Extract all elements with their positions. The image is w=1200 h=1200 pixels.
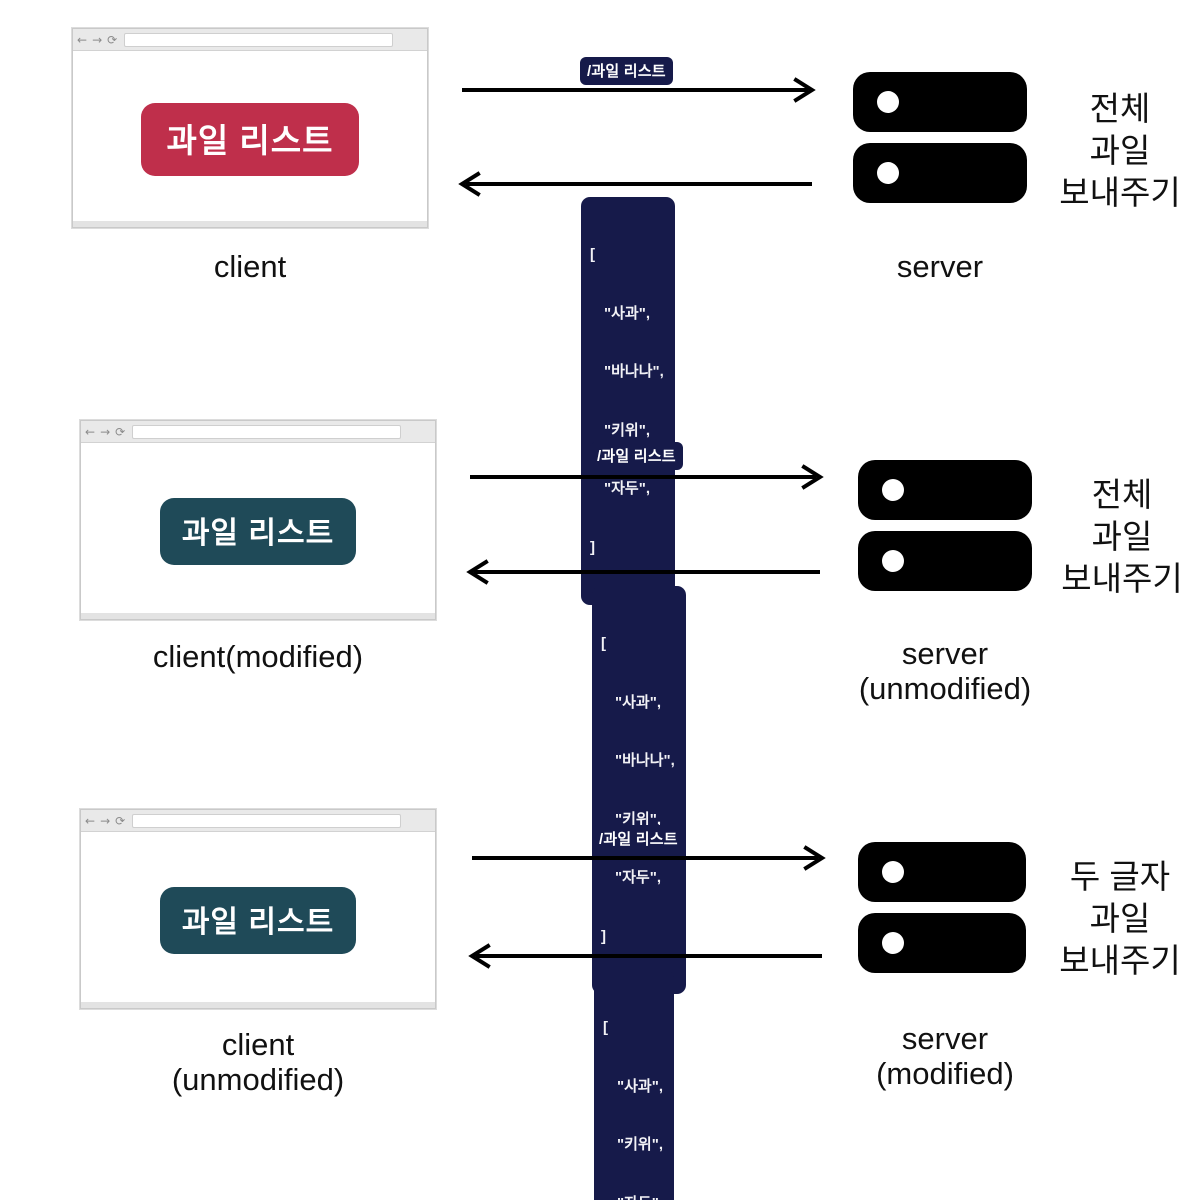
forward-icon[interactable]: → [92, 32, 103, 47]
address-bar[interactable] [124, 32, 393, 47]
browser-viewport: 과일 리스트 [73, 51, 427, 227]
json-item: "사과", [604, 304, 650, 322]
json-item: "사과", [617, 1077, 663, 1095]
server-caption-2: server (unmodified) [858, 636, 1032, 706]
server-unit-top [858, 460, 1032, 520]
browser-toolbar: ← → ⟳ [81, 421, 435, 443]
server-note-2: 전체 과일 보내주기 [1061, 476, 1183, 598]
fruit-list-button[interactable]: 과일 리스트 [159, 497, 357, 565]
reload-icon[interactable]: ⟳ [115, 813, 126, 828]
reload-icon[interactable]: ⟳ [115, 424, 126, 439]
flow-row-1: ← → ⟳ 과일 리스트 client /과일 리스트 [0, 0, 1200, 605]
json-item: "자두", [603, 1194, 663, 1200]
browser-viewport: 과일 리스트 [81, 443, 435, 619]
json-item: "키위", [617, 1136, 663, 1153]
fruit-list-button[interactable]: 과일 리스트 [140, 102, 360, 176]
client-caption-1: client [213, 249, 287, 284]
request-arrow-1 [462, 77, 816, 104]
server-led-icon [882, 479, 904, 501]
server-led-icon [882, 932, 904, 954]
json-open-bracket: [ [590, 246, 595, 263]
server-unit-bottom [858, 531, 1032, 591]
response-arrow-1 [458, 171, 812, 198]
server-caption-1: server [896, 249, 984, 284]
json-close-bracket: ] [590, 538, 595, 556]
address-bar[interactable] [132, 813, 401, 828]
browser-viewport: 과일 리스트 [81, 832, 435, 1008]
flow-row-2: ← → ⟳ 과일 리스트 client(modified) /과일 리스트 [0, 392, 1200, 994]
server-icon-1 [853, 72, 1027, 203]
address-bar[interactable] [132, 424, 401, 439]
json-item: "바나나", [604, 363, 664, 380]
client-caption-3: client (unmodified) [171, 1027, 345, 1097]
flow-row-3: ← → ⟳ 과일 리스트 client (unmodified) /과일 리스트 [0, 784, 1200, 1200]
request-badge-1: /과일 리스트 [580, 57, 673, 85]
browser-toolbar: ← → ⟳ [73, 29, 427, 51]
client-browser-window-1: ← → ⟳ 과일 리스트 [72, 28, 428, 228]
forward-icon[interactable]: → [100, 424, 111, 439]
json-item: "사과", [615, 693, 661, 711]
server-led-icon [877, 162, 899, 184]
client-browser-window-2: ← → ⟳ 과일 리스트 [80, 420, 436, 620]
back-icon[interactable]: ← [85, 813, 96, 828]
request-badge-2: /과일 리스트 [590, 442, 683, 470]
response-json-3: [ "사과", "키위", "자두", ] [594, 970, 674, 1200]
response-arrow-2 [466, 559, 820, 586]
response-arrow-3 [468, 943, 822, 970]
server-note-3: 두 글자 과일 보내주기 [1059, 858, 1181, 980]
browser-window-base [72, 221, 428, 228]
server-icon-3 [858, 842, 1026, 973]
response-json-1: [ "사과", "바나나", "키위", "자두", ] [581, 197, 675, 605]
json-item: "바나나", [615, 752, 675, 769]
server-caption-3: server (modified) [876, 1021, 1014, 1091]
request-badge-3: /과일 리스트 [592, 825, 685, 853]
reload-icon[interactable]: ⟳ [107, 32, 118, 47]
json-open-bracket: [ [601, 635, 606, 652]
server-icon-2 [858, 460, 1032, 591]
response-json-2: [ "사과", "바나나", "키위", "자두", ] [592, 586, 686, 994]
server-led-icon [882, 861, 904, 883]
json-item: "키위", [604, 421, 650, 439]
back-icon[interactable]: ← [85, 424, 96, 439]
json-item: "자두", [615, 869, 661, 886]
server-led-icon [882, 550, 904, 572]
browser-window-base [80, 613, 436, 620]
request-arrow-3 [472, 845, 826, 872]
client-browser-window-3: ← → ⟳ 과일 리스트 [80, 809, 436, 1009]
json-item: "키위", [615, 810, 661, 828]
client-caption-2: client(modified) [152, 639, 364, 674]
json-close-bracket: ] [601, 927, 606, 945]
request-arrow-2 [470, 464, 824, 491]
server-note-1: 전체 과일 보내주기 [1059, 90, 1181, 212]
fruit-list-button[interactable]: 과일 리스트 [159, 886, 357, 954]
server-led-icon [877, 91, 899, 113]
browser-toolbar: ← → ⟳ [81, 810, 435, 832]
json-item: "자두", [604, 480, 650, 497]
back-icon[interactable]: ← [77, 32, 88, 47]
server-unit-bottom [853, 143, 1027, 203]
server-unit-top [853, 72, 1027, 132]
json-open-bracket: [ [603, 1019, 608, 1036]
server-unit-top [858, 842, 1026, 902]
server-unit-bottom [858, 913, 1026, 973]
forward-icon[interactable]: → [100, 813, 111, 828]
browser-window-base [80, 1002, 436, 1009]
